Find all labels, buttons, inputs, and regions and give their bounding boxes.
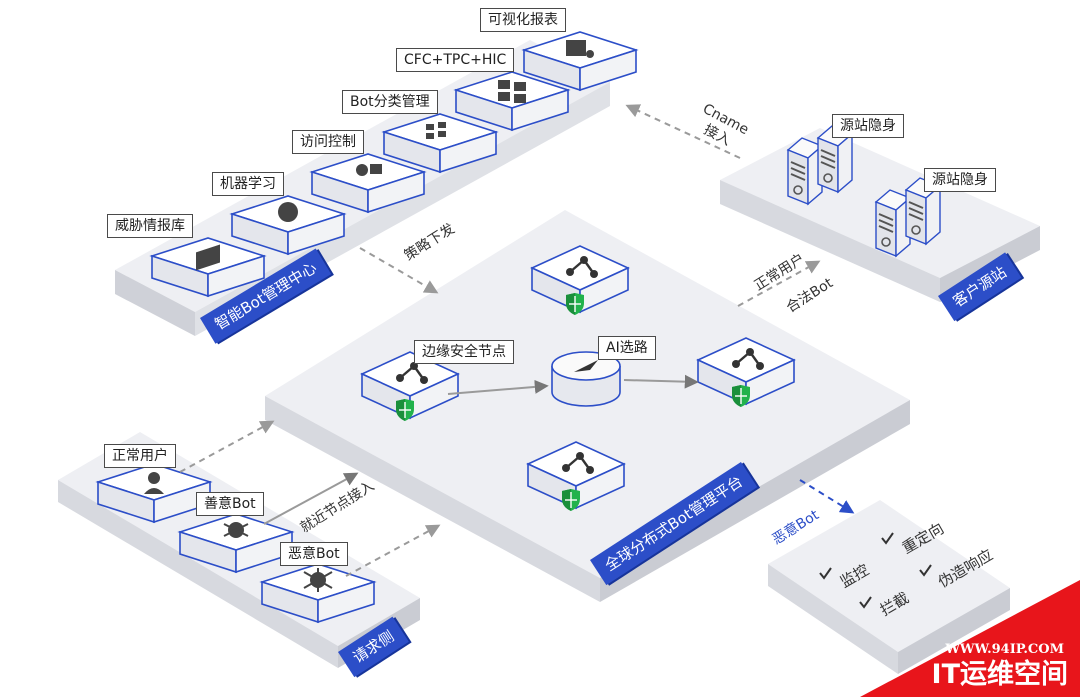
request-label-good-bot: 善意Bot <box>196 492 264 516</box>
request-cube-good-bot <box>179 513 293 573</box>
module-label-access-control: 访问控制 <box>292 130 364 154</box>
request-label-bad-bot: 恶意Bot <box>280 542 348 566</box>
module-label-threat-intel: 威胁情报库 <box>107 214 193 238</box>
watermark-url: WWW.94IP.COM <box>945 642 1064 657</box>
watermark-name: IT运维空间 <box>931 659 1068 690</box>
origin-hide-label-2: 源站隐身 <box>924 168 996 192</box>
module-cube-cfc-tpc-hic <box>455 71 569 131</box>
module-cube-machine-learning <box>231 195 345 255</box>
action-slab <box>768 500 1010 674</box>
module-cube-dashboard <box>523 31 637 91</box>
request-cube-normal-user <box>97 463 211 523</box>
module-cube-access-control <box>311 153 425 213</box>
module-label-dashboard: 可视化报表 <box>480 8 566 32</box>
flow-arrows <box>179 104 855 577</box>
request-cube-bad-bot <box>261 563 375 623</box>
module-label-bot-classify: Bot分类管理 <box>342 90 438 114</box>
action-checks <box>819 532 932 609</box>
module-cube-threat-intel <box>151 237 265 297</box>
module-label-cfc-tpc-hic: CFC+TPC+HIC <box>396 48 515 72</box>
ai-router-label: AI选路 <box>598 336 656 360</box>
edge-node-label: 边缘安全节点 <box>414 340 514 364</box>
watermark-corner <box>860 580 1080 697</box>
request-label-normal-user: 正常用户 <box>104 444 176 468</box>
module-cube-bot-classify <box>383 113 497 173</box>
module-label-machine-learning: 机器学习 <box>212 172 284 196</box>
origin-hide-label-1: 源站隐身 <box>832 114 904 138</box>
ai-router <box>551 351 621 407</box>
